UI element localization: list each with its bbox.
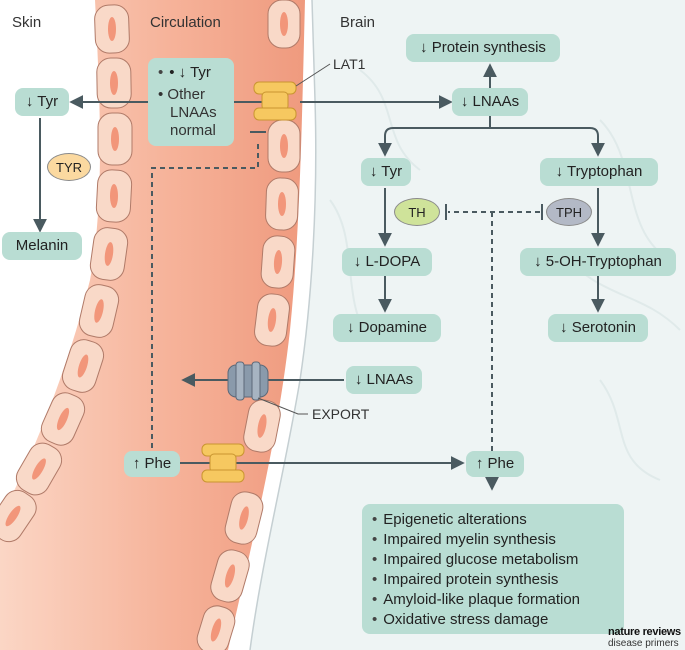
export-transporter: [227, 361, 269, 401]
blood-vessel: [0, 0, 305, 650]
protein-synthesis-box: ↓ Protein synthesis: [406, 34, 560, 62]
effect-item: Amyloid-like plaque formation: [372, 591, 616, 609]
tyr-enzyme: TYR: [47, 153, 91, 181]
skin-tyr-box: ↓ Tyr: [15, 88, 69, 116]
dopamine-box: ↓ Dopamine: [333, 314, 441, 342]
effect-item: Impaired protein synthesis: [372, 571, 616, 589]
effect-item: Epigenetic alterations: [372, 511, 616, 529]
region-label-skin: Skin: [12, 14, 42, 31]
brain-tyr-box: ↓ Tyr: [361, 158, 411, 186]
brand-line-1: nature reviews: [608, 626, 681, 638]
lat1-transporter-top: [253, 81, 297, 121]
circulation-aa-box: • ↓ Tyr: [148, 58, 234, 146]
inhibition-lines: [151, 140, 540, 491]
lat1-pointer: [295, 63, 331, 87]
tph-enzyme: TPH: [546, 198, 592, 226]
vessel-right-nuclei: [210, 12, 288, 642]
brain-tryptophan-box: ↓ Tryptophan: [540, 158, 658, 186]
ldopa-box: ↓ L-DOPA: [342, 248, 432, 276]
brand-line-2: disease primers: [608, 638, 679, 649]
lat1-label: LAT1: [333, 56, 366, 72]
circulation-lnaas-line: LNAAs: [170, 104, 217, 121]
region-label-circulation: Circulation: [150, 14, 221, 31]
brain-lnaas-export-box: ↓ LNAAs: [346, 366, 422, 394]
lat1-transporter-bottom: [201, 443, 245, 483]
vessel-left-nuclei: [5, 17, 119, 527]
inhibition-bars: [250, 131, 543, 220]
melanin-box: Melanin: [2, 232, 82, 260]
export-label: EXPORT: [312, 406, 370, 422]
export-pointer: [257, 397, 308, 415]
effects-box: Epigenetic alterations Impaired myelin s…: [362, 504, 624, 634]
brain-lnaas-box: ↓ LNAAs: [452, 88, 528, 116]
brain-phe-box: ↑ Phe: [466, 451, 524, 477]
oh-tryptophan-box: ↓ 5-OH-Tryptophan: [520, 248, 676, 276]
th-enzyme: TH: [394, 198, 440, 226]
circulation-normal-line: normal: [170, 122, 216, 139]
circulation-tyr-line: • ↓ Tyr: [158, 64, 230, 82]
region-label-brain: Brain: [340, 14, 376, 31]
serotonin-box: ↓ Serotonin: [548, 314, 648, 342]
effect-item: Impaired myelin synthesis: [372, 531, 616, 549]
effect-item: Oxidative stress damage: [372, 611, 616, 629]
circulation-phe-box: ↑ Phe: [124, 451, 180, 477]
circulation-other-line: • Other: [158, 86, 205, 103]
effect-item: Impaired glucose metabolism: [372, 551, 616, 569]
blood-brain-barrier-line: [249, 0, 317, 650]
